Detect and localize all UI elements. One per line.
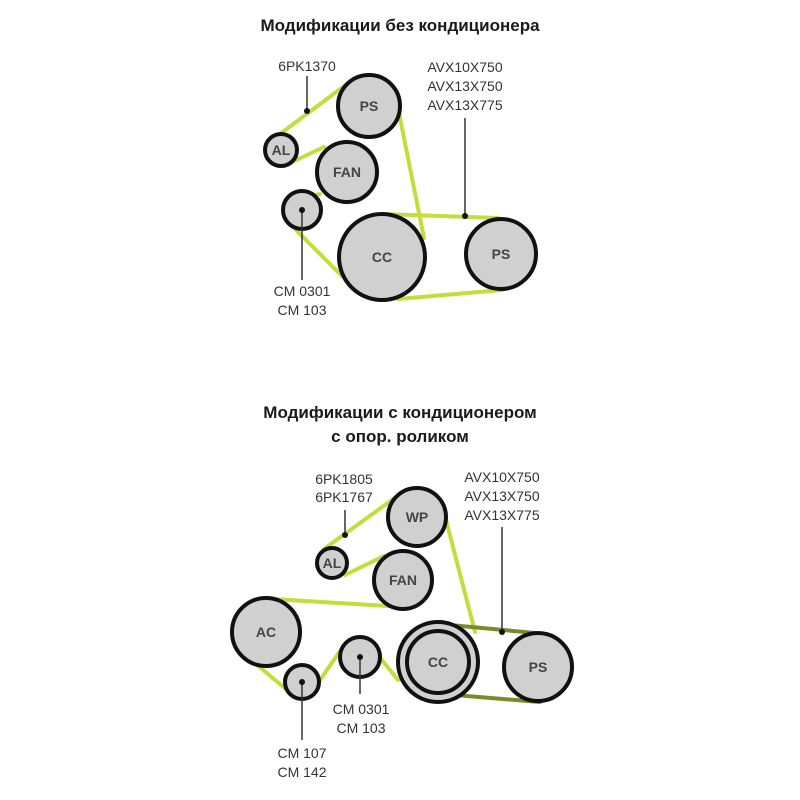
pulley-label: PS [492,246,511,262]
pulley-label: CC [372,249,392,265]
leader-dot [304,108,310,114]
pulley-label: AL [323,555,342,571]
pulley-wp [386,486,448,548]
belt-segment [316,649,342,685]
belt-label: 6PK1805 [315,471,373,487]
diagram-with-ac: Модификации с кондиционером с опор. роли… [230,403,574,780]
pulley-label: WP [406,509,429,525]
leader-dot [342,532,348,538]
belt-segment [254,662,289,692]
pulley-label: PS [360,98,379,114]
idler-label: CM 103 [277,302,326,318]
pulley-ac [230,596,302,668]
pulley-label: FAN [333,164,361,180]
vbelt-label: AVX10X750 [427,59,502,75]
vbelt-label: AVX13X750 [464,488,539,504]
vbelt-segment [448,623,537,635]
vbelt-label: AVX10X750 [464,469,539,485]
leader-dot [299,207,305,213]
belt-segment [274,82,349,139]
pulley-cc [337,212,427,302]
idler-label: CM 107 [277,745,326,761]
pulley-al [263,132,299,168]
pulley-ps [502,631,574,703]
pulley-fan [372,549,434,611]
leader-dot [357,654,363,660]
pulley-label: AL [272,142,291,158]
idler-label: CM 0301 [274,283,331,299]
vbelt-segment [396,288,504,301]
pulley-fan [315,140,379,204]
pulley-al [315,546,349,580]
belt-segment [294,228,344,278]
pulley-ps-top [336,73,402,139]
belt-segment [322,495,398,551]
vbelt-label: AVX13X775 [427,97,502,113]
leader-dot [299,679,305,685]
belt-segment [270,597,390,608]
vbelt-segment [380,212,500,220]
vbelt-label: AVX13X775 [464,507,539,523]
belt-segment [379,657,400,682]
leader-dot [499,629,505,635]
idler-label: CM 103 [336,720,385,736]
belt-label: 6PK1767 [315,489,373,505]
pulley-cc-inner [405,629,471,695]
pulley-ps-right [464,217,538,291]
idler-label: CM 0301 [333,701,390,717]
leader-dot [462,213,468,219]
diagram2-title-line2: с опор. роликом [331,427,469,446]
pulley-label: AC [256,624,276,640]
belt-label: 6PK1370 [278,58,336,74]
idler-label: CM 142 [277,764,326,780]
vbelt-label: AVX13X750 [427,78,502,94]
belt-segment [343,554,386,577]
diagram2-title-line1: Модификации с кондиционером [263,403,536,422]
diagram1-title: Модификации без кондиционера [260,16,540,35]
diagram-no-ac: Модификации без кондиционера PS AL FAN C… [260,16,540,318]
pulley-label: FAN [389,572,417,588]
pulley-label: PS [529,659,548,675]
pulley-label: CC [428,654,448,670]
belt-segment [444,518,477,634]
